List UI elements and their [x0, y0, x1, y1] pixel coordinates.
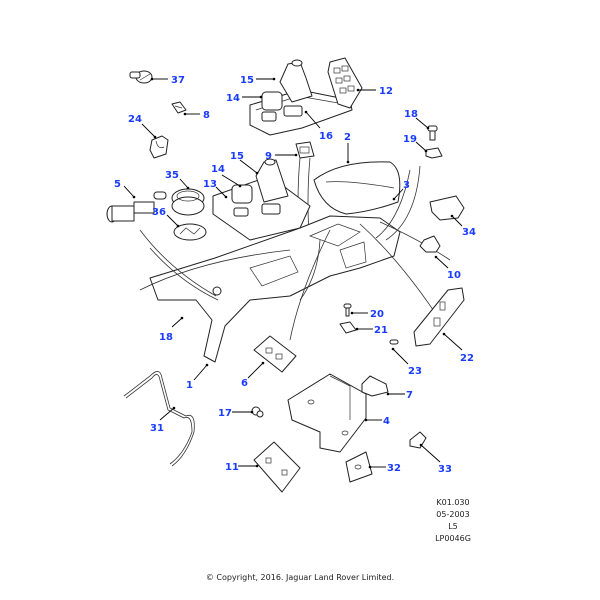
- part-17-grommet-drawing: [251, 406, 264, 418]
- svg-text:6: 6: [241, 378, 248, 389]
- part-20-21-23-drawing: [339, 303, 399, 345]
- reference-block: K01.030 05-2003 L5 LP0046G: [420, 497, 486, 545]
- callout-35[interactable]: 35: [165, 170, 190, 190]
- callout-2[interactable]: 2: [344, 132, 351, 164]
- callout-10[interactable]: 10: [434, 255, 461, 281]
- svg-text:5: 5: [114, 179, 121, 190]
- callout-13[interactable]: 13: [203, 179, 228, 199]
- svg-text:17: 17: [218, 408, 232, 419]
- part-22-panel-drawing: [413, 287, 465, 347]
- callout-33[interactable]: 33: [419, 443, 452, 475]
- callout-18-right[interactable]: 18: [404, 109, 430, 130]
- callout-19[interactable]: 19: [403, 134, 428, 153]
- svg-text:31: 31: [150, 423, 164, 434]
- svg-text:12: 12: [379, 86, 393, 97]
- callout-11[interactable]: 11: [225, 462, 259, 473]
- svg-text:20: 20: [370, 309, 384, 320]
- svg-text:33: 33: [438, 464, 452, 475]
- callout-15-upper[interactable]: 15: [240, 75, 276, 86]
- svg-text:34: 34: [462, 227, 476, 238]
- svg-text:32: 32: [387, 463, 401, 474]
- svg-text:36: 36: [152, 207, 166, 218]
- callout-31[interactable]: 31: [150, 406, 176, 434]
- svg-text:14: 14: [211, 164, 225, 175]
- callout-18-left[interactable]: 18: [159, 316, 184, 343]
- callout-32[interactable]: 32: [368, 463, 401, 474]
- callout-1[interactable]: 1: [186, 363, 209, 391]
- callout-21[interactable]: 21: [355, 325, 388, 336]
- part-10-latch-drawing: [419, 235, 441, 253]
- callout-5[interactable]: 5: [114, 179, 136, 199]
- svg-text:37: 37: [171, 75, 185, 86]
- part-37-clip-drawing: [129, 70, 153, 84]
- part-6-switch-pack-drawing: [253, 335, 297, 373]
- svg-text:9: 9: [265, 151, 272, 162]
- part-32-33-drawing: [345, 431, 427, 483]
- callout-34[interactable]: 34: [450, 214, 476, 238]
- part-35-36-drawing: [171, 188, 207, 241]
- callout-14-upper[interactable]: 14: [226, 93, 263, 104]
- svg-text:15: 15: [240, 75, 254, 86]
- svg-text:35: 35: [165, 170, 179, 181]
- svg-text:24: 24: [128, 114, 142, 125]
- part-5-lighter-drawing: [106, 191, 167, 223]
- line-art: [106, 57, 465, 493]
- callout-8[interactable]: 8: [183, 110, 210, 121]
- callout-22[interactable]: 22: [442, 332, 474, 364]
- callout-12[interactable]: 12: [356, 86, 393, 97]
- part-2-armrest-drawing: [313, 161, 401, 215]
- svg-text:19: 19: [403, 134, 417, 145]
- svg-text:18: 18: [404, 109, 418, 120]
- svg-text:11: 11: [225, 462, 239, 473]
- svg-text:21: 21: [374, 325, 388, 336]
- svg-text:8: 8: [203, 110, 210, 121]
- part-11-plate-drawing: [253, 441, 301, 493]
- part-1-console-body-drawing: [139, 165, 451, 363]
- copyright-notice: © Copyright, 2016. Jaguar Land Rover Lim…: [205, 573, 395, 582]
- part-18-19-drawing: [425, 125, 443, 159]
- svg-text:22: 22: [460, 353, 474, 364]
- callout-16[interactable]: 16: [304, 110, 333, 142]
- callout-37[interactable]: 37: [150, 75, 185, 86]
- svg-text:3: 3: [403, 180, 410, 191]
- part-4-7-drawing: [287, 373, 389, 453]
- part-24-bracket-drawing: [149, 135, 169, 159]
- callout-7[interactable]: 7: [386, 390, 413, 401]
- callout-6[interactable]: 6: [241, 361, 265, 389]
- svg-text:10: 10: [447, 270, 461, 281]
- svg-text:14: 14: [226, 93, 240, 104]
- illustration-id: LP0046G: [435, 534, 471, 543]
- callout-24[interactable]: 24: [128, 114, 157, 139]
- svg-text:4: 4: [383, 416, 390, 427]
- part-8-clip-drawing: [171, 101, 187, 114]
- callout-17[interactable]: 17: [218, 408, 254, 419]
- svg-text:16: 16: [319, 131, 333, 142]
- part-31-harness-drawing: [123, 371, 195, 467]
- lower-shifter-assembly-drawing: [212, 158, 311, 241]
- callout-20[interactable]: 20: [350, 309, 384, 320]
- reference-level: L5: [448, 522, 458, 531]
- upper-shifter-assembly-drawing: [249, 57, 363, 136]
- callout-14-lower[interactable]: 14: [211, 164, 242, 188]
- svg-text:18: 18: [159, 332, 173, 343]
- svg-text:23: 23: [408, 366, 422, 377]
- part-34-box-drawing: [429, 195, 465, 221]
- callout-15-lower[interactable]: 15: [230, 151, 259, 175]
- svg-text:15: 15: [230, 151, 244, 162]
- svg-text:1: 1: [186, 380, 193, 391]
- callout-4[interactable]: 4: [364, 416, 390, 427]
- reference-code: K01.030: [436, 498, 470, 507]
- svg-text:13: 13: [203, 179, 217, 190]
- callout-36[interactable]: 36: [152, 207, 180, 228]
- callout-23[interactable]: 23: [391, 347, 422, 377]
- svg-text:2: 2: [344, 132, 351, 143]
- reference-date: 05-2003: [436, 510, 470, 519]
- svg-text:7: 7: [406, 390, 413, 401]
- callout-9[interactable]: 9: [265, 151, 298, 162]
- callouts: 37 8 24 15 14 12 16 18 19 9 2 15 14 13 3…: [114, 75, 476, 475]
- callout-3[interactable]: 3: [392, 180, 410, 201]
